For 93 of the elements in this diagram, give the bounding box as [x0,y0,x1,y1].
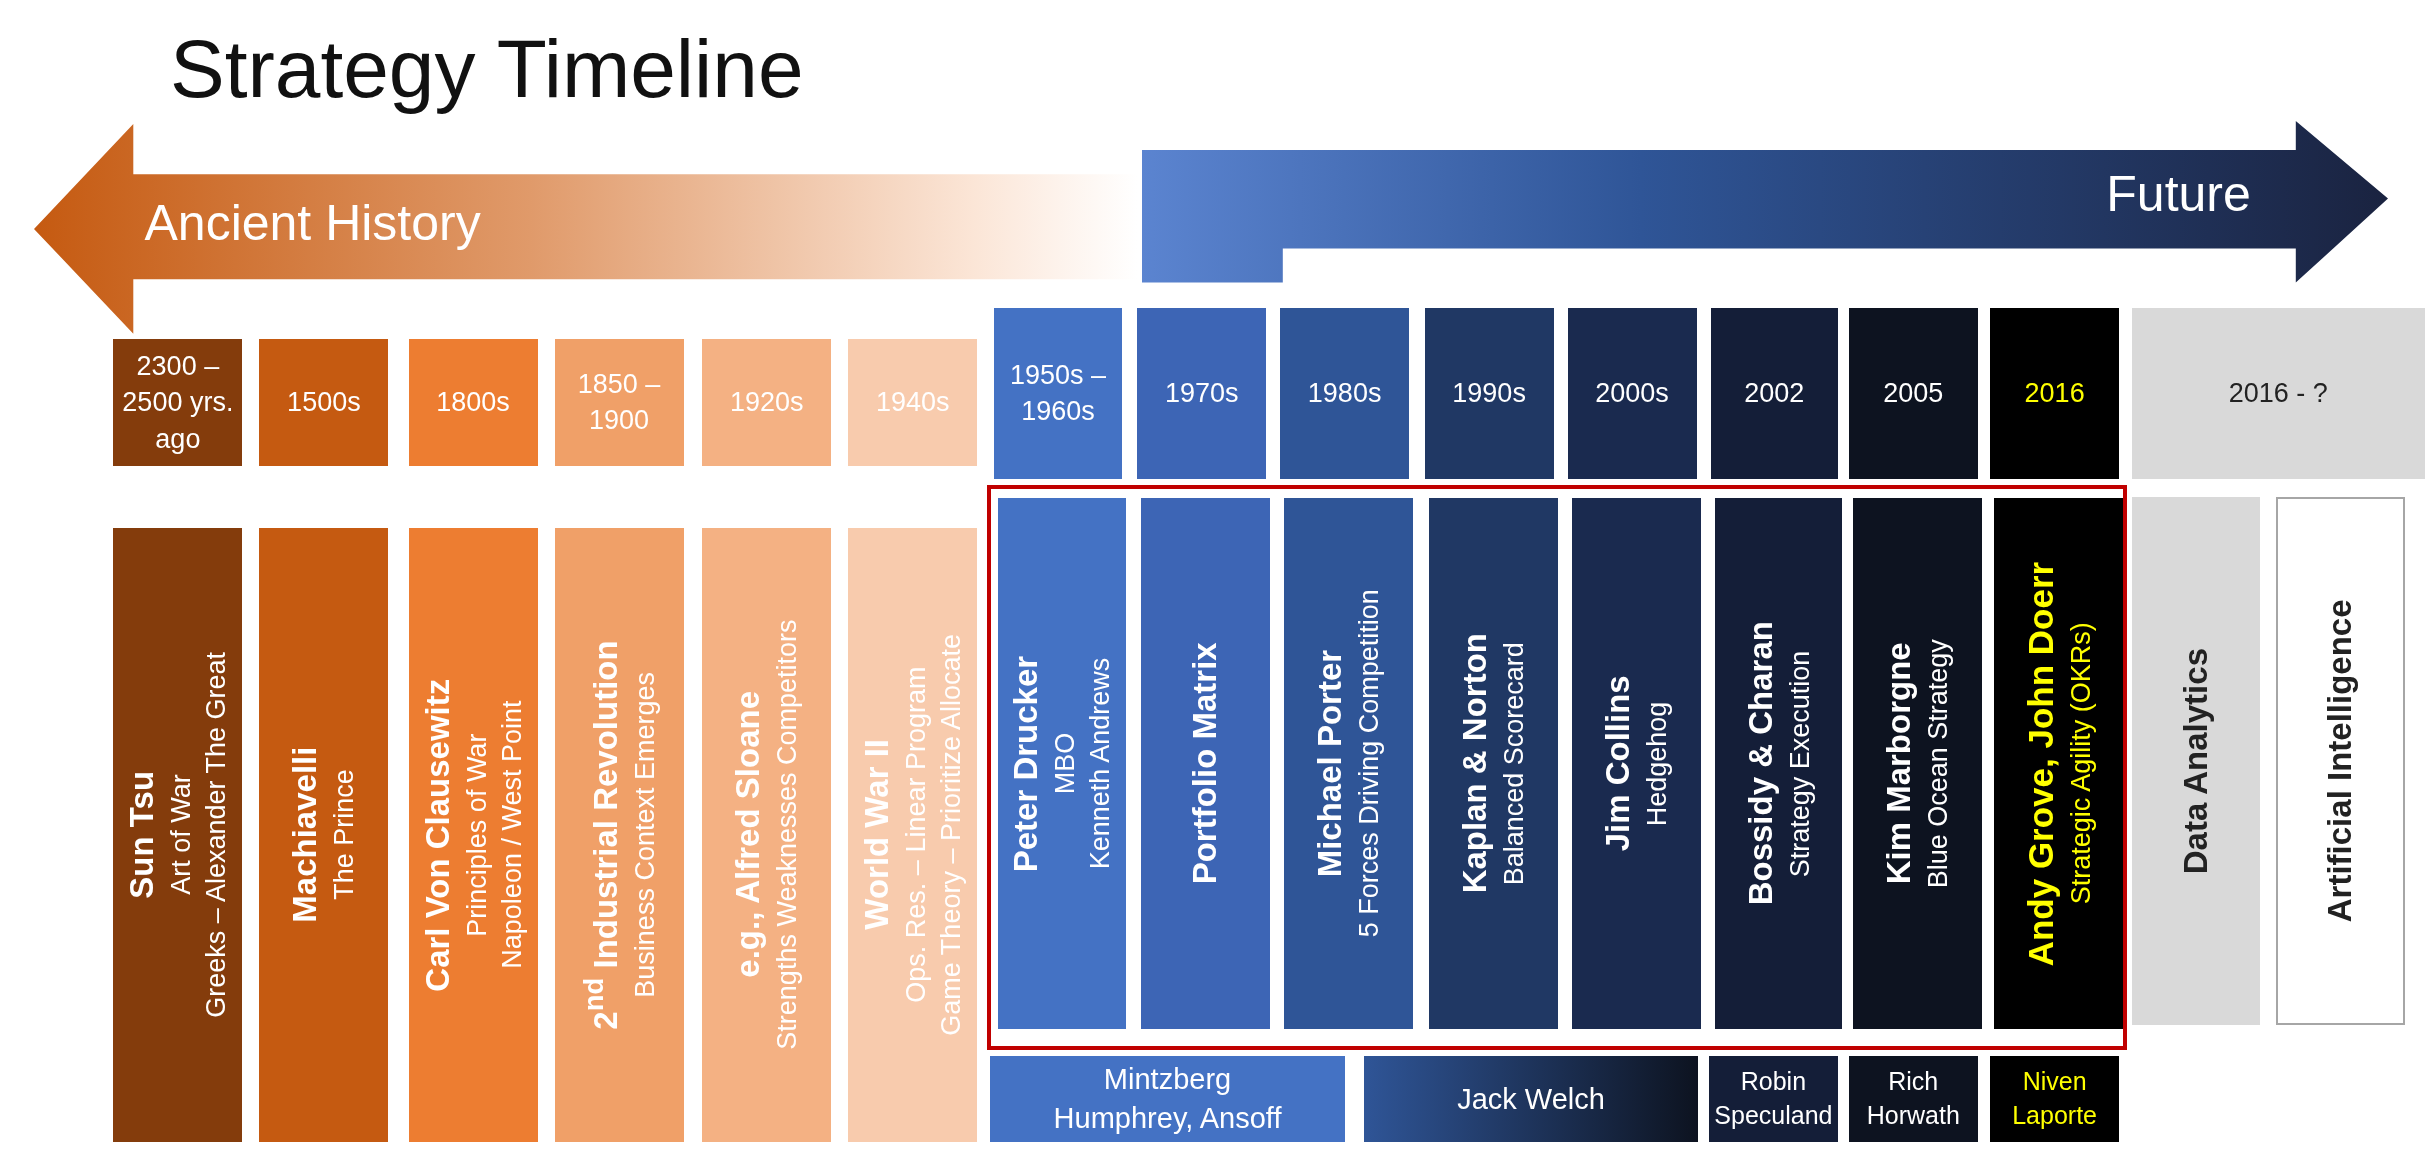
period-label: 1990s [1451,376,1527,410]
detail-label: Principles of War [460,733,493,937]
name-label: Peter Drucker [1006,655,1046,872]
period-label: 1920s [728,386,805,420]
detail-label: The Prince [328,769,361,901]
name-label: Jim Collins [1598,675,1638,852]
strategy-column [554,528,684,1142]
page-title: Strategy Timeline [170,22,804,116]
name-label: Artificial Intelligence [2320,599,2360,923]
strategy-column [998,498,1126,1030]
period-box [259,338,389,467]
arrow-label: Future [2106,164,2251,223]
name-label: e.g., Alfred Sloane [728,691,768,979]
future-column [2276,497,2405,1026]
strategy-column [1714,498,1842,1030]
period-label: 1500s [286,386,362,420]
period-box [1848,307,1978,479]
period-box [994,307,1122,479]
period-box [1280,307,1410,479]
strategy-column [408,528,538,1142]
strategy-column [702,528,832,1142]
detail-label: Game Theory – Prioritize Allocate [935,634,968,1036]
period-label: 1850 – 1900 [576,367,662,438]
strategy-column [113,528,243,1142]
name-label: Michael Porter [1310,650,1350,878]
period-label: 1970s [1163,376,1240,410]
period-label: 1980s [1306,376,1383,410]
period-box [1708,1056,1838,1142]
period-label: Jack Welch [1456,1081,1606,1117]
period-box [848,338,978,467]
detail-label: Kenneth Andrews [1084,657,1117,870]
name-label: Andy Grove, John Doerr [2020,561,2062,966]
period-box [702,338,832,467]
strategy-column [1994,498,2124,1030]
detail-label: Strategy Execution [1783,650,1816,877]
name-label: Carl Von Clausewitz [417,678,457,992]
highlight-frame [986,484,2127,1051]
name-label: Kaplan & Norton [1455,633,1495,894]
name-label: Data Analytics [2175,648,2215,875]
detail-label: Balanced Scorecard [1498,642,1530,886]
period-box [2131,307,2426,479]
strategy-column [1852,498,1982,1030]
period-box [408,338,538,467]
period-label: 1940s [874,386,951,420]
period-label: Rich Horwath [1865,1066,1961,1132]
period-label: 1950s – 1960s [1008,358,1108,429]
period-label: 2016 - ? [2227,376,2329,410]
period-box [1990,307,2120,479]
period-box [554,338,684,467]
future-arrow [1141,121,2388,283]
name-label: Sun Tsu [122,771,162,899]
period-box [1848,1056,1978,1142]
period-label: 2300 – 2500 yrs. ago [121,349,235,456]
detail-label: Strengths Weaknesses Competitors [771,619,804,1051]
period-label: 1800s [435,386,511,420]
period-box [1567,307,1697,479]
detail-label: Hedgehog [1640,701,1673,826]
name-label: Portfolio Matrix [1185,642,1225,885]
name-label: Kim Marborgne [1879,642,1919,885]
strategy-column [1141,498,1271,1030]
strategy-column [259,528,389,1142]
strategy-column [848,528,978,1142]
period-box [1424,307,1554,479]
period-box [1137,307,1267,479]
detail-label: MBO [1049,732,1082,795]
period-box [1710,307,1838,479]
period-label: 2005 [1882,376,1945,410]
detail-label: Napoleon / West Point [495,701,528,970]
period-label: Niven Laporte [2011,1066,2098,1132]
arrow-label: Ancient History [144,194,481,253]
period-label: 2016 [2023,376,2086,410]
detail-label: Business Context Emerges [628,672,661,998]
strategy-column [1428,498,1558,1030]
detail-label: 5 Forces Driving Competition [1353,589,1386,938]
strategy-column [1571,498,1701,1030]
period-box [989,1056,1346,1142]
period-label: 2000s [1594,376,1670,410]
strategy-column [1284,498,1414,1030]
name-label: World War II [857,739,897,931]
period-label: Robin Speculand [1713,1066,1834,1132]
detail-label: Ops. Res. – Linear Program [900,667,933,1004]
detail-label: Art of War [165,774,198,896]
period-label: Mintzberg Humphrey, Ansoff [1052,1062,1283,1137]
detail-label: Strategic Agility (OKRs) [2064,622,2097,905]
detail-label: Blue Ocean Strategy [1922,639,1955,889]
period-box [1990,1056,2120,1142]
period-label: 2002 [1743,376,1806,410]
future-column [2131,497,2261,1026]
period-box [113,338,243,467]
name-label: Bossidy & Charan [1740,621,1780,906]
detail-label: Greeks – Alexander The Great [200,652,233,1018]
period-box [1364,1056,1699,1142]
name-label: Machiavelli [285,747,325,924]
